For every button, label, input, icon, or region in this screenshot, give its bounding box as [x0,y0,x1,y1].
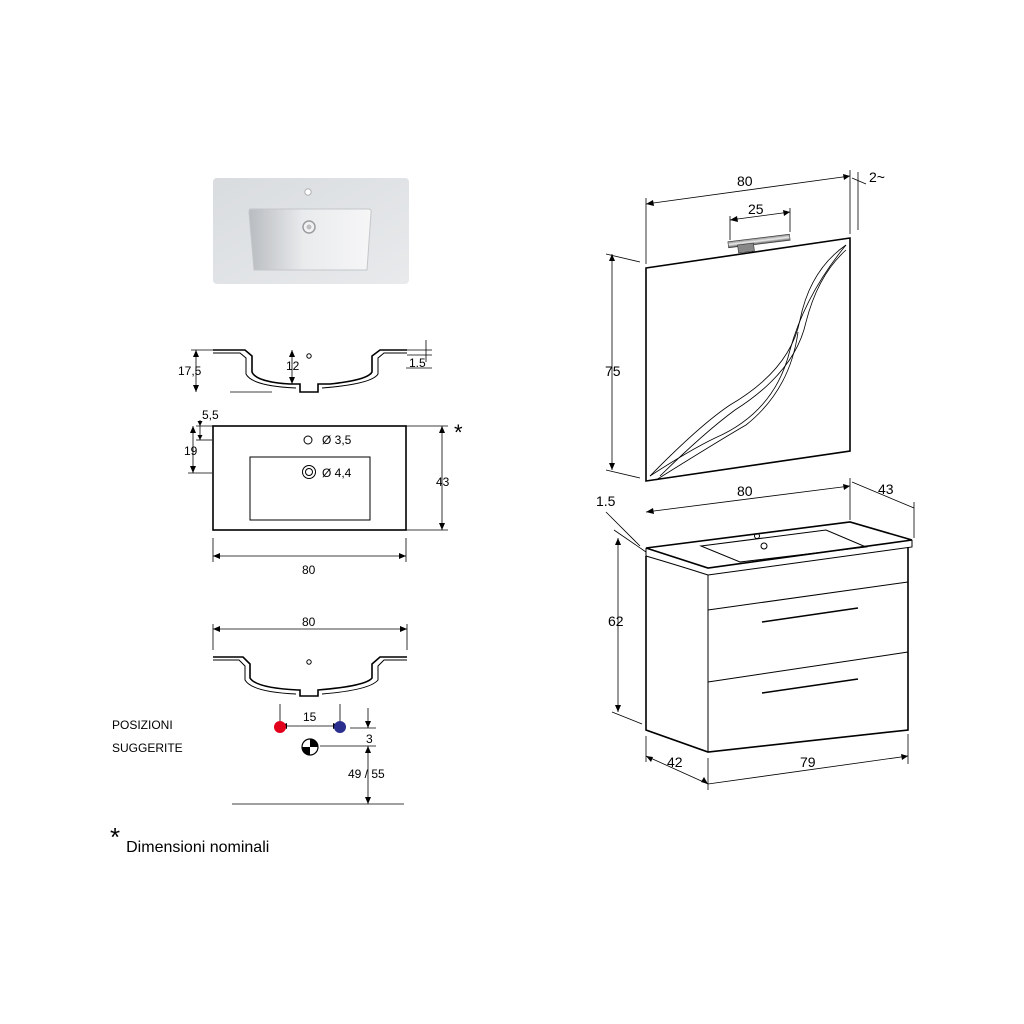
cabinet [605,478,915,790]
cabinet-side-depth-label: 42 [667,754,683,770]
mirror-width-label: 80 [737,173,753,189]
cabinet-height-label: 62 [608,613,624,629]
cold-water-icon [334,721,346,733]
basin-photo [213,178,409,284]
mirror-lamp-label: 25 [748,201,764,217]
tap-offset-label: 3 [366,732,373,746]
positions-label-line1: POSIZIONI [112,718,173,732]
section-rim-label: 1.5 [409,356,426,370]
positions-label-line2: SUGGERITE [112,741,183,755]
plan-bowl-offset-label: 19 [184,444,198,458]
tap-spacing-label: 15 [303,710,317,724]
hot-water-icon [274,721,286,733]
drain-position-icon [301,738,319,756]
mirror-lamp-icon [727,233,791,254]
section-height-label: 17,5 [178,364,202,378]
basin-section [191,340,432,393]
plan-width-label: 80 [302,563,316,577]
front-width-label: 80 [302,615,316,629]
plan-depth-label: 43 [436,475,450,489]
cabinet-top-width-label: 80 [737,483,753,499]
plan-drain-hole-label: Ø 4,4 [322,466,352,480]
basin-plan [188,420,448,562]
note-star: * [110,822,121,852]
cabinet-top-depth-label: 43 [878,481,894,497]
drain-height-label: 49 / 55 [348,767,385,781]
nominal-dimensions-note: * Dimensioni nominali [110,822,270,858]
plan-tap-hole-label: Ø 3,5 [322,433,352,447]
section-bowl-depth-label: 12 [286,359,300,373]
mirror-height-label: 75 [605,363,621,379]
basin-front [212,624,408,805]
mirror [605,170,867,482]
plan-nominal-mark: * [454,420,463,445]
note-text: Dimensioni nominali [126,839,270,856]
plan-tap-offset-label: 5,5 [202,408,219,422]
mirror-depth-label: 2~ [869,169,885,185]
cabinet-front-width-label: 79 [800,754,816,770]
cabinet-top-thickness-label: 1.5 [596,493,616,509]
